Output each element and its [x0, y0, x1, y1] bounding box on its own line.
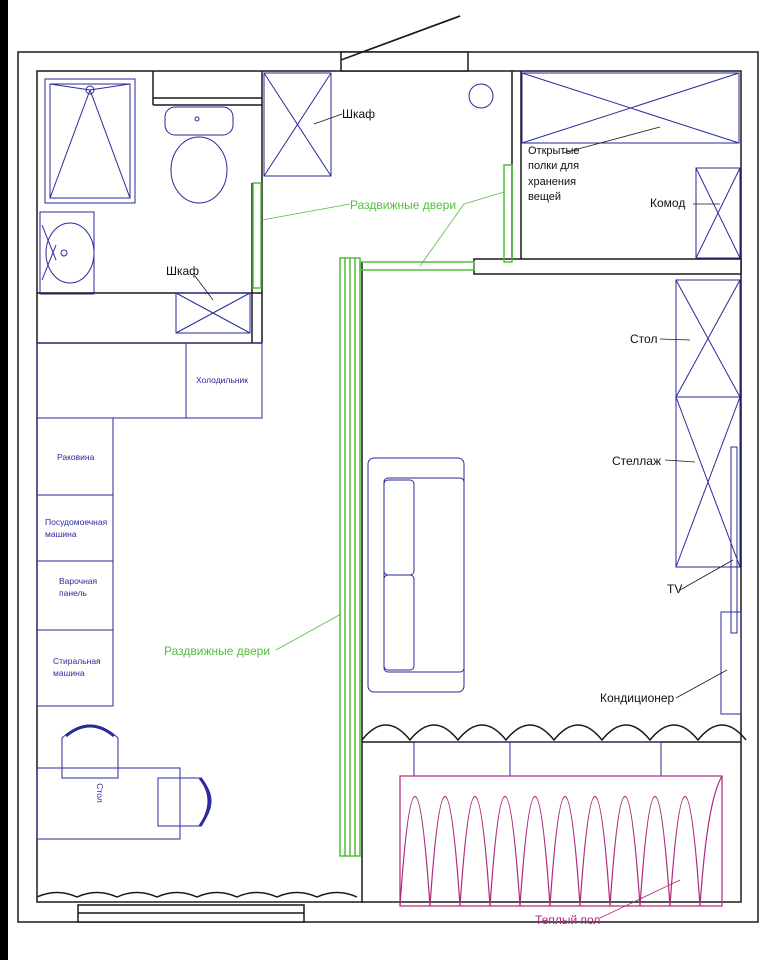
label-dishwasher-2: машина: [45, 529, 77, 539]
sliding-doors: [252, 164, 513, 857]
label-open-shelves-1: Открытые: [528, 145, 580, 157]
label-sliding-doors-top: Раздвижные двери: [350, 198, 456, 212]
label-open-shelves-4: вещей: [528, 191, 561, 203]
label-tv: TV: [667, 582, 682, 596]
label-air-conditioner: Кондиционер: [600, 691, 675, 705]
label-open-shelves-3: хранения: [528, 176, 576, 188]
toilet-tank: [164, 106, 234, 136]
label-table-right: Стол: [630, 332, 657, 346]
rack: [675, 396, 741, 568]
label-sliding-doors-bottom: Раздвижные двери: [164, 644, 270, 658]
label-open-shelves-2: полки для: [528, 160, 579, 172]
label-hob-2: панель: [59, 588, 87, 598]
kitchen-counter: [36, 417, 114, 707]
label-dishwasher-1: Посудомоечная: [45, 517, 108, 527]
tv-panel: [730, 446, 738, 634]
kitchen-counter-top: [36, 342, 187, 419]
walls: [17, 15, 759, 923]
dressing-storage: [521, 72, 740, 144]
label-wardrobe-top: Шкаф: [342, 107, 375, 121]
ac-unit: [720, 611, 742, 715]
leader-warm-floor: [599, 879, 681, 919]
leader-lines: [194, 113, 734, 699]
label-table-left: Стол: [95, 783, 105, 802]
radiator: [413, 741, 662, 777]
label-hob-1: Варочная: [59, 576, 98, 586]
furniture: [36, 72, 742, 840]
label-warm-floor: Теплый пол: [535, 913, 600, 927]
warm-floor: [399, 775, 723, 907]
dining-table: [36, 767, 181, 840]
wardrobe-bath: [175, 292, 251, 334]
leader-lines-green: [261, 191, 505, 651]
left-edge-bar: [0, 0, 8, 960]
sofa-frame: [367, 457, 465, 693]
wardrobe-top: [263, 72, 332, 177]
dresser: [695, 167, 741, 259]
label-rack: Стеллаж: [612, 454, 661, 468]
label-wardrobe-bath: Шкаф: [166, 264, 199, 278]
label-sink: Раковина: [57, 452, 95, 462]
label-washing-machine-2: машина: [53, 668, 85, 678]
label-washing-machine-1: Стиральная: [53, 656, 101, 666]
label-dresser: Комод: [650, 196, 685, 210]
label-fridge: Холодильник: [196, 375, 248, 385]
toilet-bowl: [170, 136, 228, 204]
shower-tray: [44, 78, 136, 204]
